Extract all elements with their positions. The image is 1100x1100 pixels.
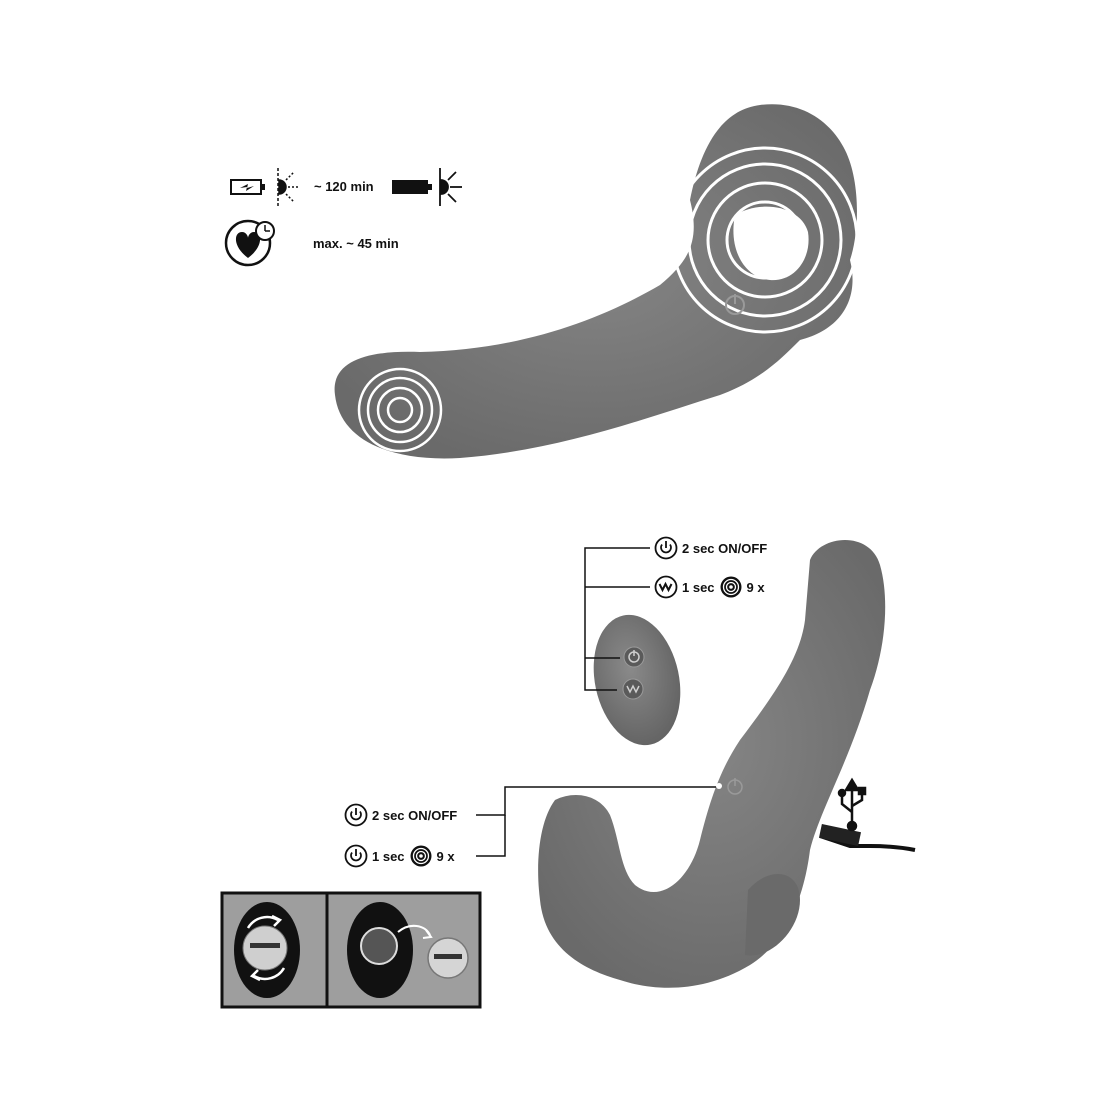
power-icon [654, 536, 678, 560]
vibration-rings-icon [671, 146, 859, 334]
top-product-opening [733, 206, 809, 281]
heart-clock-icon [224, 219, 275, 267]
device-callout-lines [476, 786, 716, 857]
led-blinking-icon [277, 168, 300, 206]
remote-control-illustration [593, 614, 681, 746]
battery-charging-icon [230, 179, 265, 195]
top-product-body [334, 104, 857, 459]
remote-wave-icon [626, 684, 640, 694]
remote-callout-lines [584, 547, 650, 691]
charge-time-label: ~ 120 min [314, 179, 374, 194]
device-mode-time: 1 sec [372, 848, 405, 864]
power-icon [344, 803, 368, 827]
usb-icon [837, 777, 867, 832]
remote-mode-time: 1 sec [682, 579, 715, 595]
wave-mode-icon [654, 575, 678, 599]
remote-power-callout: 2 sec ON/OFF [654, 536, 767, 560]
battery-full-icon [392, 180, 432, 194]
power-icon [344, 844, 368, 868]
device-mode-callout: 1 sec 9 x [344, 844, 455, 868]
bottom-product-illustration [538, 540, 886, 988]
max-use-label: max. ~ 45 min [313, 236, 399, 251]
device-mode-count: 9 x [436, 848, 455, 864]
usb-cable [818, 823, 916, 852]
body-power-icon [725, 294, 745, 315]
tip-vibration-rings-icon [357, 367, 443, 453]
device-power-label: 2 sec ON/OFF [372, 807, 458, 823]
device-power-icon [727, 778, 743, 795]
top-product-illustration [334, 104, 859, 459]
vibration-rings-icon [720, 576, 742, 598]
remote-power-icon [628, 650, 640, 663]
battery-instruction-panel [220, 891, 482, 1009]
remote-mode-callout: 1 sec 9 x [654, 575, 765, 599]
vibration-rings-icon [410, 845, 432, 867]
bottom-product-body [538, 540, 886, 988]
led-on-icon [439, 168, 462, 206]
remote-mode-count: 9 x [746, 579, 765, 595]
remote-power-label: 2 sec ON/OFF [682, 540, 768, 556]
device-power-callout: 2 sec ON/OFF [344, 803, 457, 827]
